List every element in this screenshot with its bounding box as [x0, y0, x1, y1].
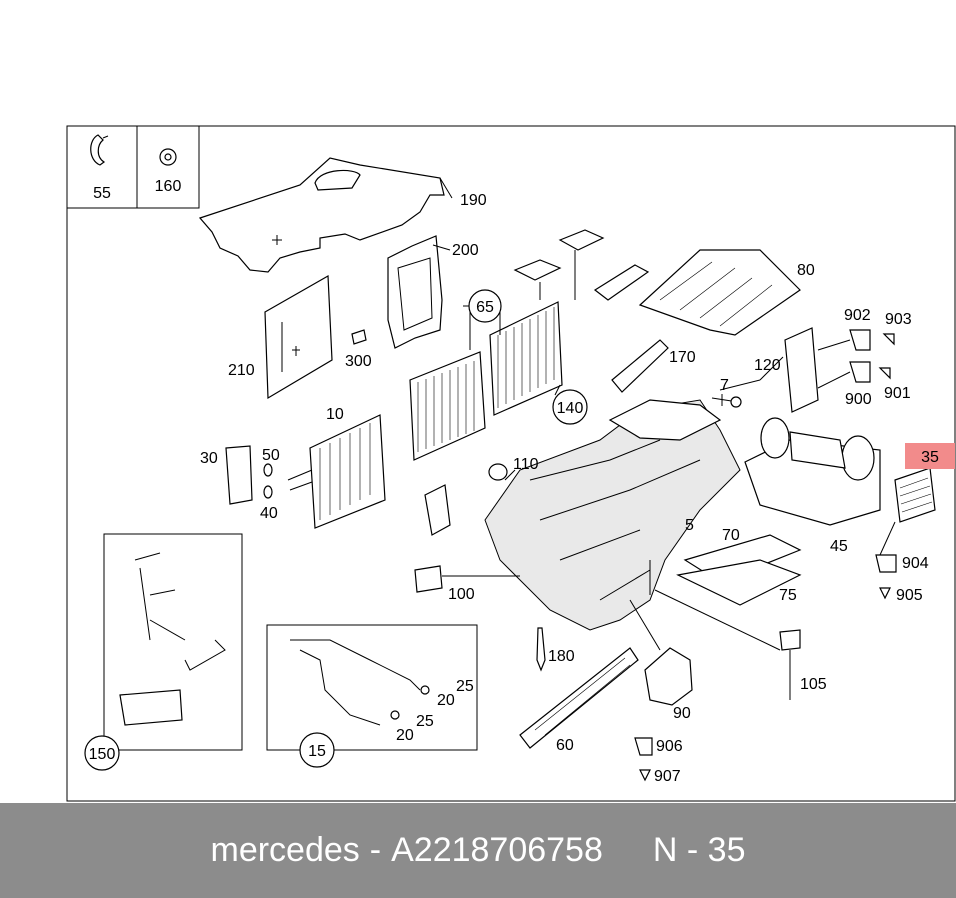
label-907: 907: [654, 768, 681, 785]
oring-50: [263, 463, 273, 477]
blower-fan-left: [760, 417, 790, 459]
position-code: N - 35: [652, 831, 746, 869]
label-120: 120: [754, 357, 781, 374]
cabin-filter-65-right: [489, 301, 563, 416]
label-300: 300: [345, 353, 372, 370]
label-65: 65: [476, 299, 494, 316]
expansion-valve-30: [225, 445, 253, 505]
sensor-plug-100: [414, 565, 443, 593]
label-210: 210: [228, 362, 255, 379]
seal-upper-left: [513, 259, 562, 281]
callout-circle-150: [84, 735, 120, 771]
hvac-housing-5: [484, 399, 741, 631]
sensor-105: [779, 629, 801, 651]
label-900: 900: [845, 391, 872, 408]
inset-box-160: [136, 125, 200, 209]
highlight-box-35: [905, 443, 955, 469]
foam-panel-200: [387, 235, 443, 349]
pin-903: [882, 333, 895, 346]
probe-180: [536, 627, 546, 672]
cap-110: [488, 463, 508, 481]
label-906: 906: [656, 738, 683, 755]
label-55: 55: [93, 185, 111, 202]
label-901: 901: [884, 385, 911, 402]
label-110: 110: [513, 456, 539, 473]
label-100: 100: [448, 586, 475, 603]
label-30: 30: [200, 450, 218, 467]
cabin-filter-65-left: [409, 351, 486, 461]
connector-900: [849, 361, 871, 383]
label-905: 905: [896, 587, 923, 604]
callout-circle-140: [552, 389, 588, 425]
blower-fan-right: [841, 435, 875, 481]
label-140: 140: [557, 400, 584, 417]
heater-core-10: [287, 414, 386, 529]
screw-part-300: [351, 329, 367, 345]
footer-bar: mercedes - A2218706758 N - 35: [0, 803, 956, 898]
brand-name: mercedes: [210, 831, 360, 869]
oring-40: [263, 485, 273, 499]
control-unit-120: [784, 327, 819, 413]
label-150: 150: [89, 746, 116, 763]
connector-906: [634, 737, 653, 756]
pin-907: [639, 769, 651, 782]
label-75: 75: [779, 587, 797, 604]
parts-diagram: 55 160 190 200 210 300 65 170 140 80 902…: [66, 125, 956, 802]
connector-902: [849, 329, 871, 351]
label-40: 40: [260, 505, 278, 522]
label-190: 190: [460, 192, 487, 209]
connector-904: [875, 554, 897, 573]
gasket-left: [424, 484, 451, 536]
upper-housing-80: [638, 249, 801, 336]
label-904: 904: [902, 555, 929, 572]
label-902: 902: [844, 307, 871, 324]
label-90: 90: [673, 705, 691, 722]
exploded-view-svg: 55 160 190 200 210 300 65 170 140 80 902…: [66, 125, 956, 802]
clip-part-55: [90, 134, 106, 166]
hose-15: [290, 639, 421, 726]
label-35: 35: [921, 449, 939, 466]
frame-seal-170: [611, 339, 669, 393]
label-50: 50: [262, 447, 280, 464]
label-10: 10: [326, 406, 344, 423]
label-70: 70: [722, 527, 740, 544]
blower-motor: [789, 431, 846, 469]
label-170: 170: [669, 349, 696, 366]
label-45: 45: [830, 538, 848, 555]
label-160: 160: [155, 178, 182, 195]
bracket-150: [119, 689, 183, 726]
label-20-upper: 20: [437, 692, 455, 709]
label-80: 80: [797, 262, 815, 279]
duct-seal-frame: [593, 264, 650, 301]
linkage-150: [134, 552, 226, 671]
label-60: 60: [556, 737, 574, 754]
label-5: 5: [685, 517, 694, 534]
label-105: 105: [800, 676, 827, 693]
panel-210: [264, 274, 333, 400]
callout-circle-15: [299, 732, 335, 768]
blower-resistor-35: [894, 467, 936, 523]
label-180: 180: [548, 648, 575, 665]
part-number: A2218706758: [391, 831, 603, 869]
pin-901: [878, 367, 891, 380]
label-7: 7: [720, 377, 729, 394]
inset-box-15: [266, 624, 478, 751]
pin-905: [879, 587, 891, 600]
label-25-upper: 25: [456, 678, 474, 695]
seal-upper-right: [558, 229, 605, 251]
label-20-lower: 20: [396, 727, 414, 744]
callout-circle-65: [468, 289, 502, 323]
label-15: 15: [308, 743, 326, 760]
actuator-90: [644, 647, 693, 706]
label-903: 903: [885, 311, 912, 328]
inset-box-150: [103, 533, 243, 751]
evaporator-60: [519, 647, 639, 749]
label-25-lower: 25: [416, 713, 434, 730]
mat-75: [676, 559, 802, 606]
brand-separator: -: [369, 831, 382, 869]
label-200: 200: [452, 242, 479, 259]
insulation-mat-190: [198, 157, 445, 273]
